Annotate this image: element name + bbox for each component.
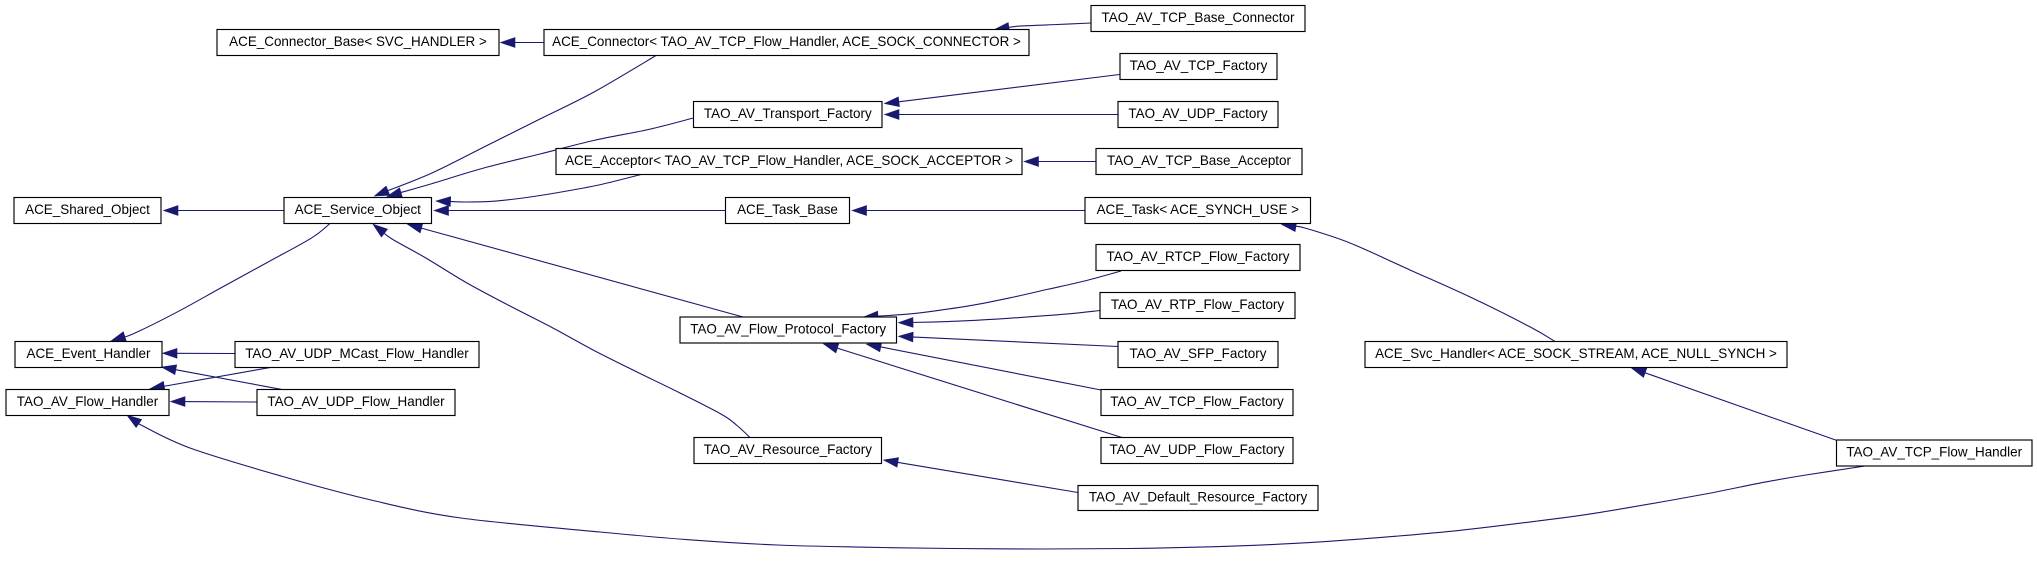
- svg-text:TAO_AV_TCP_Base_Acceptor: TAO_AV_TCP_Base_Acceptor: [1107, 153, 1292, 168]
- svg-text:TAO_AV_UDP_MCast_Flow_Handler: TAO_AV_UDP_MCast_Flow_Handler: [245, 346, 469, 361]
- svg-text:TAO_AV_UDP_Flow_Factory: TAO_AV_UDP_Flow_Factory: [1110, 442, 1285, 457]
- svg-text:TAO_AV_TCP_Flow_Handler: TAO_AV_TCP_Flow_Handler: [1846, 445, 2022, 460]
- svg-text:TAO_AV_UDP_Factory: TAO_AV_UDP_Factory: [1128, 106, 1267, 121]
- svg-text:TAO_AV_Flow_Handler: TAO_AV_Flow_Handler: [17, 394, 159, 409]
- svg-text:ACE_Service_Object: ACE_Service_Object: [295, 202, 421, 217]
- svg-text:TAO_AV_RTCP_Flow_Factory: TAO_AV_RTCP_Flow_Factory: [1107, 249, 1290, 264]
- svg-text:TAO_AV_Transport_Factory: TAO_AV_Transport_Factory: [704, 106, 872, 121]
- svg-text:TAO_AV_TCP_Factory: TAO_AV_TCP_Factory: [1130, 58, 1268, 73]
- svg-text:ACE_Shared_Object: ACE_Shared_Object: [25, 202, 150, 217]
- svg-text:ACE_Event_Handler: ACE_Event_Handler: [27, 346, 152, 361]
- svg-text:ACE_Connector< TAO_AV_TCP_Flow: ACE_Connector< TAO_AV_TCP_Flow_Handler, …: [552, 34, 1021, 49]
- svg-text:ACE_Connector_Base< SVC_HANDLE: ACE_Connector_Base< SVC_HANDLER >: [229, 34, 487, 49]
- svg-text:TAO_AV_Flow_Protocol_Factory: TAO_AV_Flow_Protocol_Factory: [690, 322, 886, 337]
- svg-text:ACE_Svc_Handler< ACE_SOCK_STRE: ACE_Svc_Handler< ACE_SOCK_STREAM, ACE_NU…: [1375, 346, 1777, 361]
- svg-text:TAO_AV_Default_Resource_Factor: TAO_AV_Default_Resource_Factory: [1089, 490, 1308, 505]
- svg-text:ACE_Task_Base: ACE_Task_Base: [737, 202, 838, 217]
- svg-text:TAO_AV_TCP_Flow_Factory: TAO_AV_TCP_Flow_Factory: [1110, 394, 1284, 409]
- svg-text:ACE_Acceptor< TAO_AV_TCP_Flow_: ACE_Acceptor< TAO_AV_TCP_Flow_Handler, A…: [565, 153, 1013, 168]
- svg-text:TAO_AV_RTP_Flow_Factory: TAO_AV_RTP_Flow_Factory: [1111, 297, 1285, 312]
- svg-text:TAO_AV_TCP_Base_Connector: TAO_AV_TCP_Base_Connector: [1102, 10, 1295, 25]
- svg-text:TAO_AV_Resource_Factory: TAO_AV_Resource_Factory: [704, 442, 873, 457]
- svg-text:TAO_AV_SFP_Factory: TAO_AV_SFP_Factory: [1130, 346, 1267, 361]
- svg-text:ACE_Task< ACE_SYNCH_USE >: ACE_Task< ACE_SYNCH_USE >: [1097, 202, 1300, 217]
- svg-text:TAO_AV_UDP_Flow_Handler: TAO_AV_UDP_Flow_Handler: [267, 394, 445, 409]
